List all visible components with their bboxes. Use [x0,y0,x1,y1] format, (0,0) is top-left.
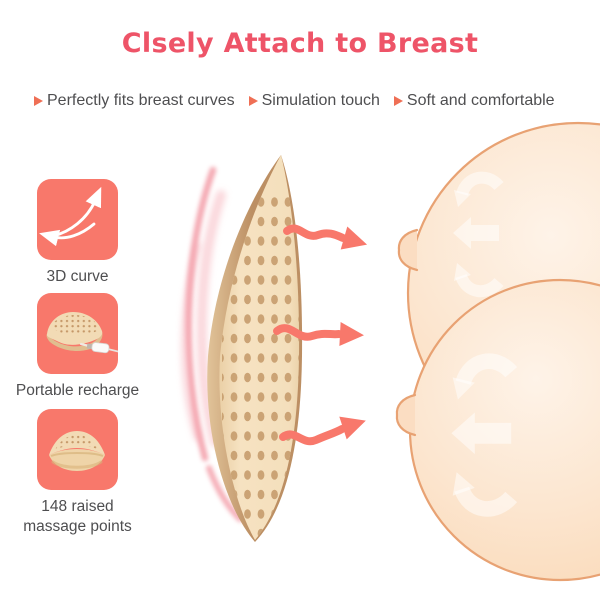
benefit-card: 3D curve [0,179,155,287]
benefit-label: 3D curve [46,268,109,285]
pad-dots [222,192,300,537]
vibration-waves [181,166,243,522]
massage-pad [207,155,303,542]
feature-item: Soft and comfortable [393,92,555,110]
feature-item: Simulation touch [248,92,380,110]
bullet-triangle-icon [393,96,403,106]
transfer-arrow [283,224,368,250]
nipple [395,393,417,437]
bullet-triangle-icon [34,96,43,106]
feature-label: Simulation touch [261,92,380,109]
bullet-triangle-icon [248,96,258,106]
feature-item: Perfectly fits breast curves [34,92,235,110]
feature-list: Perfectly fits breast curves Simulation … [34,92,555,110]
benefit-card: Portable recharge [0,293,155,401]
nipple [397,228,419,272]
benefit-label: Portable recharge [15,382,140,399]
transfer-arrow [279,416,366,446]
page-title: Clsely Attach to Breast [121,28,479,59]
transfer-arrow [273,322,364,346]
benefit-label: 148 raised massage points [23,498,132,536]
portable-recharge-icon [37,293,118,374]
feature-label: Perfectly fits breast curves [47,92,235,109]
benefit-card: 148 raised massage points [0,409,155,538]
feature-label: Soft and comfortable [406,92,555,109]
transfer-arrows [273,224,368,446]
3d-curve-icon [37,179,118,260]
massage-points-icon [37,409,118,490]
breast-bottom [395,278,600,582]
